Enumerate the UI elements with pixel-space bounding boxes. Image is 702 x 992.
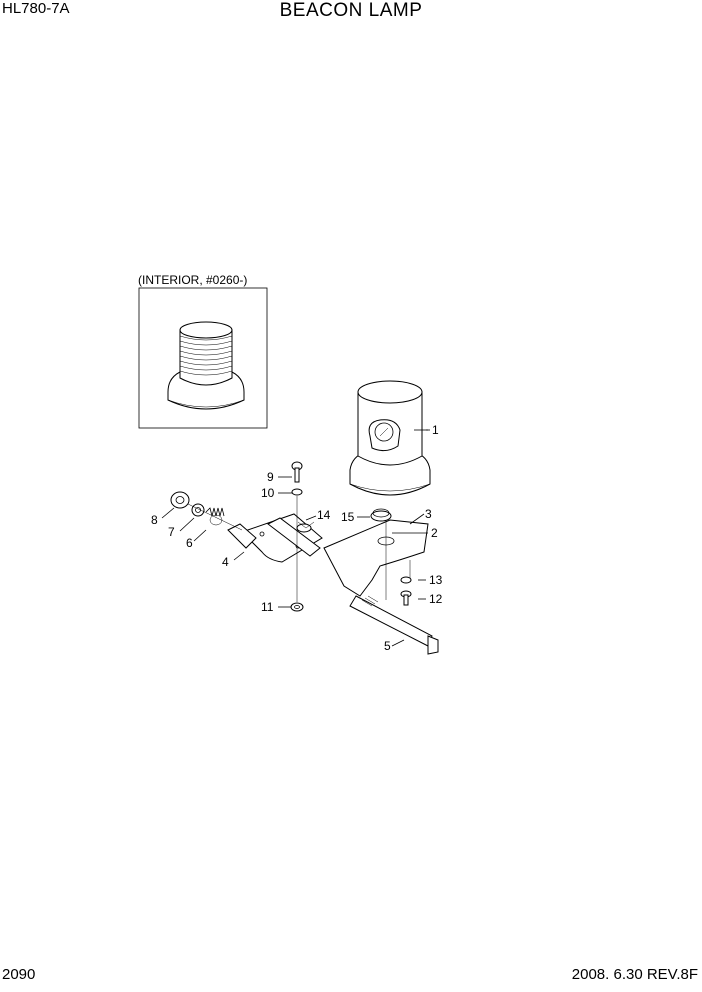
page-title: BEACON LAMP bbox=[279, 0, 423, 21]
callout-15: 15 bbox=[341, 510, 355, 524]
callout-6: 6 bbox=[186, 536, 193, 550]
gasket-part-15 bbox=[370, 508, 392, 522]
beacon-lamp-part-1 bbox=[349, 380, 431, 496]
washer-part-10 bbox=[291, 488, 303, 496]
page-number: 2090 bbox=[2, 966, 36, 983]
pin-part-14 bbox=[296, 521, 315, 533]
callout-5: 5 bbox=[384, 639, 391, 653]
callout-12: 12 bbox=[429, 592, 443, 606]
callout-14: 14 bbox=[317, 508, 331, 522]
bracket-plate-part-3 bbox=[323, 519, 429, 600]
callout-7: 7 bbox=[168, 525, 175, 539]
knob-part-8 bbox=[170, 491, 190, 509]
callout-11: 11 bbox=[261, 600, 274, 614]
callout-10: 10 bbox=[261, 486, 275, 500]
callout-9: 9 bbox=[267, 470, 274, 484]
washer-part-7 bbox=[191, 503, 205, 517]
revision-date: 2008. 6.30 REV.8F bbox=[571, 966, 698, 983]
interior-lamp-drawing bbox=[167, 321, 245, 410]
callout-3: 3 bbox=[425, 507, 432, 521]
hinge-plate-part-4 bbox=[227, 513, 323, 563]
screw-part-12 bbox=[400, 590, 412, 606]
bolt-part-9 bbox=[291, 461, 303, 483]
callout-13: 13 bbox=[429, 573, 443, 587]
model-label: HL780-7A bbox=[2, 0, 70, 17]
inset-caption: (INTERIOR, #0260-) bbox=[138, 273, 247, 287]
inset-interior-variant: (INTERIOR, #0260-) bbox=[138, 273, 268, 429]
callout-2: 2 bbox=[431, 526, 438, 540]
leader-lines bbox=[161, 429, 428, 647]
shaft-part-5 bbox=[349, 595, 439, 655]
washer-part-13 bbox=[400, 576, 412, 584]
callout-4: 4 bbox=[222, 555, 229, 569]
callout-8: 8 bbox=[151, 513, 158, 527]
spring-part-6 bbox=[205, 507, 225, 526]
callout-1: 1 bbox=[432, 423, 439, 437]
nut-part-11 bbox=[290, 602, 304, 612]
